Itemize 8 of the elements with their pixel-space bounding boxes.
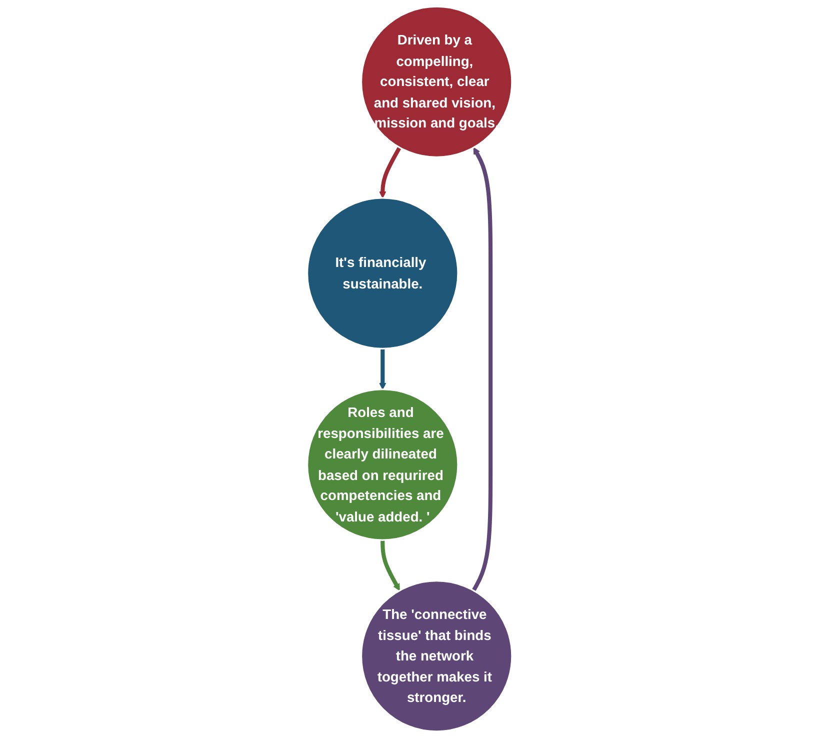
node-circle: It's financially sustainable.	[306, 197, 459, 350]
arrow	[378, 348, 386, 390]
node-circle: Roles and responsibilities are clearly dilineated based on requrired competencies and 'value added. '	[306, 388, 459, 541]
arrow	[380, 540, 400, 591]
node-circle: The 'connective tissue' that binds the network together makes it stronger.	[360, 580, 513, 732]
arrow	[378, 146, 402, 198]
arrow	[472, 147, 492, 592]
node-circle: Driven by a compelling, consistent, clear and shared vision, mission and goals.	[360, 6, 513, 158]
